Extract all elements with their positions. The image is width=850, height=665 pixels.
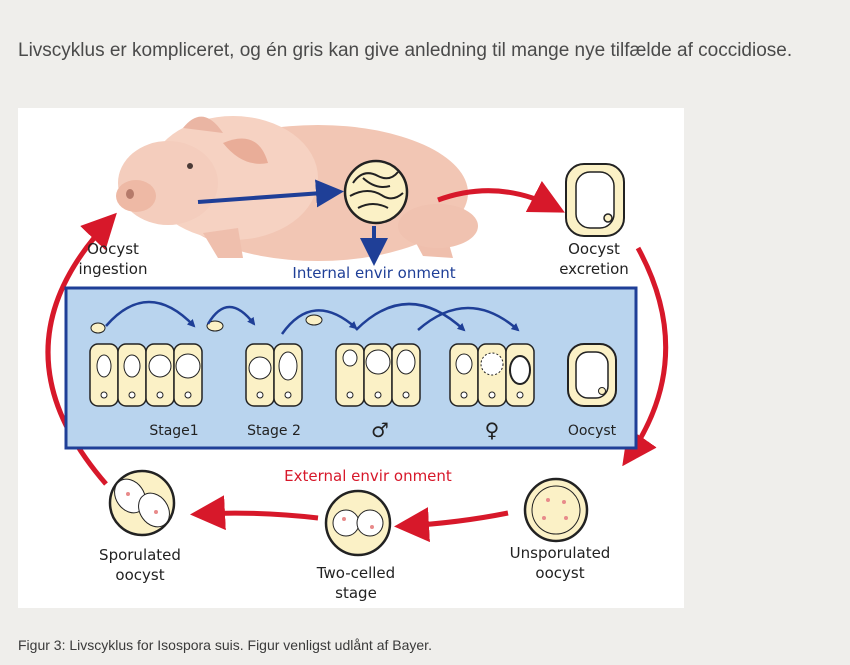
ingestion-arrow bbox=[197, 179, 344, 208]
male-cells bbox=[335, 343, 421, 407]
sporulated-oocyst-circle bbox=[108, 469, 176, 537]
internal-arrow-2 bbox=[206, 305, 256, 326]
unsporulated-oocyst-circle bbox=[523, 477, 589, 543]
internal-arrow-4 bbox=[355, 302, 466, 332]
female-cells bbox=[449, 343, 535, 407]
life-cycle-diagram: Oocyst ingestion Oocyst excretion Intern… bbox=[45, 116, 669, 602]
internal-oocyst bbox=[567, 343, 617, 407]
cycle-arrow-right bbox=[622, 246, 669, 467]
internal-arrow-3 bbox=[280, 309, 358, 335]
label-oocyst: Oocyst bbox=[568, 423, 617, 439]
label-female-symbol: ♀ bbox=[485, 418, 500, 442]
intro-text: Livscyklus er kompliceret, og én gris ka… bbox=[18, 40, 793, 61]
label-sporulated-1: Sporulated bbox=[99, 546, 181, 564]
label-stage2: Stage 2 bbox=[247, 423, 301, 439]
figure-caption: Figur 3: Livscyklus for Isospora suis. F… bbox=[18, 637, 432, 653]
two-celled-stage-circle bbox=[324, 489, 392, 557]
pig-illustration bbox=[116, 116, 478, 261]
stage1-cells bbox=[89, 320, 224, 407]
label-oocyst-excretion-2: excretion bbox=[559, 260, 629, 278]
label-internal-environment: Internal envir onment bbox=[292, 264, 455, 282]
label-external-environment: External envir onment bbox=[284, 467, 452, 485]
label-male-symbol: ♂ bbox=[371, 418, 389, 442]
label-two-celled-2: stage bbox=[335, 584, 377, 602]
label-stage1: Stage1 bbox=[149, 423, 198, 439]
life-cycle-figure: Oocyst ingestion Oocyst excretion Intern… bbox=[18, 108, 684, 608]
internal-arrow-1 bbox=[105, 300, 196, 328]
stage2-cells bbox=[245, 314, 323, 407]
label-oocyst-excretion-1: Oocyst bbox=[568, 240, 620, 258]
label-two-celled-1: Two-celled bbox=[316, 564, 395, 582]
internal-arrow-5 bbox=[417, 306, 520, 332]
label-unsporulated-2: oocyst bbox=[535, 564, 584, 582]
excreted-oocyst bbox=[565, 163, 625, 237]
label-oocyst-ingestion-1: Oocyst bbox=[87, 240, 139, 258]
intestine-circle bbox=[343, 159, 409, 225]
cycle-arrow-excretion bbox=[437, 180, 565, 213]
cycle-arrow-bottom-right bbox=[394, 507, 509, 543]
label-unsporulated-1: Unsporulated bbox=[510, 544, 611, 562]
label-oocyst-ingestion-2: ingestion bbox=[79, 260, 148, 278]
label-sporulated-2: oocyst bbox=[115, 566, 164, 584]
cycle-arrow-bottom-left bbox=[190, 495, 319, 531]
